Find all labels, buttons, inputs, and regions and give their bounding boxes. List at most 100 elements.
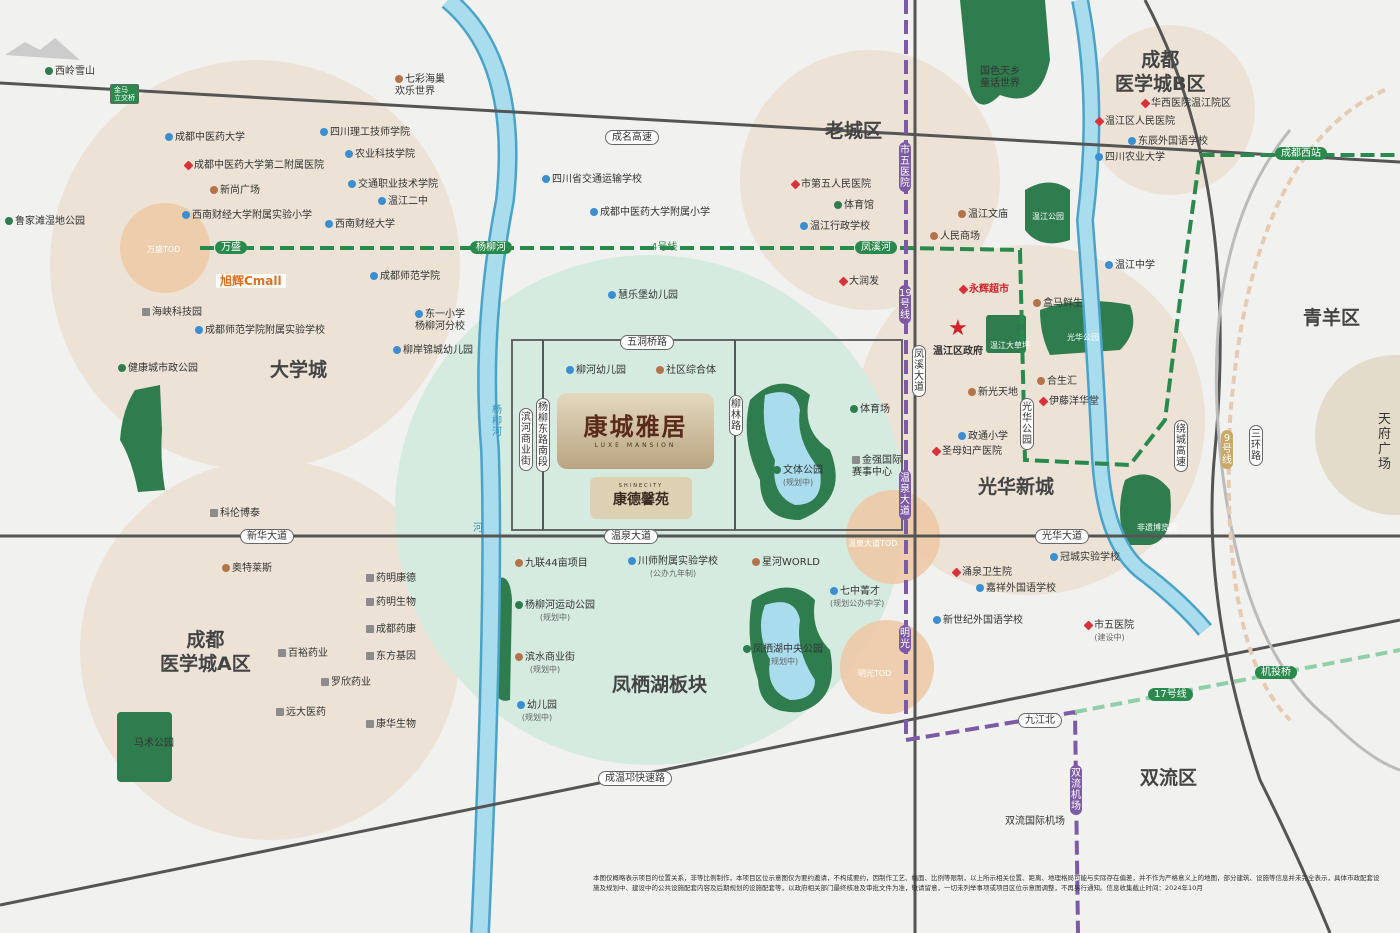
poi-label[interactable]: 温江二中 (378, 196, 428, 208)
poi-label[interactable]: 西南财经大学 (325, 219, 395, 231)
poi-label[interactable]: 华西医院温江院区 (1140, 98, 1231, 110)
poi-label[interactable]: 凤栖湖中央公园(规划中) (743, 644, 823, 668)
poi-label[interactable]: 体育馆 (834, 200, 874, 212)
poi-label[interactable]: 温江行政学校 (800, 221, 870, 233)
poi-label[interactable]: 盒马鲜生 (1033, 298, 1083, 310)
poi-label[interactable]: 温江中学 (1105, 260, 1155, 272)
poi-label[interactable]: 慧乐堡幼儿园 (608, 290, 678, 302)
poi-note: (公办九年制) (649, 569, 697, 578)
poi-label[interactable]: 交通职业技术学院 (348, 179, 438, 191)
poi-label[interactable]: 国色天乡 童话世界 (980, 66, 1020, 90)
school-icon (517, 701, 525, 709)
poi-label[interactable]: 合生汇 (1037, 376, 1077, 388)
poi-label[interactable]: 柳岸锦城幼儿园 (393, 345, 473, 357)
poi-label[interactable]: 嘉祥外国语学校 (976, 583, 1056, 595)
poi-label[interactable]: 永辉超市 (958, 284, 1009, 296)
poi-label[interactable]: 星河WORLD (752, 557, 820, 569)
metro-vertical-label[interactable]: 9号线 (1221, 430, 1233, 469)
poi-label[interactable]: 非遗博览园 (1137, 522, 1177, 534)
poi-label[interactable]: 农业科技学院 (345, 149, 415, 161)
metro-station-label[interactable]: 凤溪河 (855, 241, 897, 254)
poi-label[interactable]: 温江文庙 (958, 209, 1008, 221)
metro-station-label[interactable]: 机投桥 (1255, 666, 1297, 679)
poi-label[interactable]: 政通小学 (958, 431, 1008, 443)
poi-label[interactable]: 七彩海巢 欢乐世界 (395, 74, 445, 98)
bio-icon (142, 308, 150, 316)
metro-station-label[interactable]: 杨柳河 (470, 241, 512, 254)
poi-label[interactable]: 大润发 (838, 276, 879, 288)
poi-label[interactable]: 成都中医药大学第二附属医院 (183, 160, 324, 172)
poi-label[interactable]: 百裕药业 (278, 648, 328, 660)
poi-label[interactable]: 东一小学 杨柳河分校 (415, 309, 465, 333)
poi-label[interactable]: 双流国际机场 (1005, 816, 1065, 828)
poi-label[interactable]: 健康城市政公园 (118, 363, 198, 375)
poi-label[interactable]: 成都中医药大学 (165, 132, 245, 144)
poi-label[interactable]: 四川理工技师学院 (320, 127, 410, 139)
metro-vertical-label[interactable]: 双流机场 (1070, 765, 1082, 815)
poi-label[interactable]: 圣母妇产医院 (931, 446, 1002, 458)
poi-label[interactable]: 天 府 广 场 (1378, 412, 1391, 472)
poi-label[interactable]: 成都师范学院 (370, 271, 440, 283)
poi-label[interactable]: 金强国际 赛事中心 (852, 455, 902, 479)
poi-label[interactable]: 柳河幼儿园 (566, 365, 626, 377)
poi-label[interactable]: 市第五人民医院 (790, 179, 871, 191)
poi-label[interactable]: 幼儿园(规划中) (517, 700, 557, 724)
poi-label[interactable]: 药明生物 (366, 597, 416, 609)
project-logo-2[interactable]: SHINECITY 康德馨苑 (590, 477, 692, 519)
metro-station-label[interactable]: 17号线 (1148, 688, 1193, 701)
poi-label[interactable]: 成都药康 (366, 624, 416, 636)
poi-label[interactable]: 冠城实验学校 (1050, 552, 1120, 564)
poi-label[interactable]: 社区综合体 (656, 365, 716, 377)
poi-label[interactable]: 伊藤洋华堂 (1038, 396, 1099, 408)
project-logo[interactable]: 康城雅居 LUXE MANSION (557, 393, 714, 469)
metro-vertical-label[interactable]: 明光 (899, 625, 911, 653)
poi-label[interactable]: 奥特莱斯 (222, 563, 272, 575)
poi-label[interactable]: 西南财经大学附属实验小学 (182, 210, 312, 222)
poi-label[interactable]: 滨水商业街(规划中) (515, 652, 575, 676)
tianfu-square-emblem (1315, 355, 1400, 515)
poi-label[interactable]: 七中菁才(规划公办中学) (830, 586, 884, 610)
metro-station-label[interactable]: 4号线 (651, 242, 678, 253)
metro-vertical-label[interactable]: 温泉大道 (899, 470, 911, 520)
poi-label[interactable]: 东辰外国语学校 (1128, 136, 1208, 148)
poi-name: 温江区政府 (933, 346, 983, 357)
poi-label[interactable]: 西岭雪山 (45, 66, 95, 78)
poi-label[interactable]: 文体公园(规划中) (773, 465, 823, 489)
poi-label[interactable]: 罗欣药业 (321, 677, 371, 689)
poi-label[interactable]: 温江区政府 (933, 346, 983, 358)
poi-label[interactable]: 温江大草坪 (990, 340, 1030, 352)
poi-label[interactable]: 人民商场 (930, 231, 980, 243)
poi-label[interactable]: 市五医院(建设中) (1083, 620, 1134, 644)
poi-label[interactable]: 温江区人民医院 (1094, 116, 1175, 128)
poi-label[interactable]: 远大医药 (276, 707, 326, 719)
bio-icon (321, 678, 329, 686)
poi-label[interactable]: 四川农业大学 (1095, 152, 1165, 164)
poi-label[interactable]: 九联44亩项目 (515, 558, 588, 570)
poi-name: 农业科技学院 (355, 149, 415, 160)
poi-label[interactable]: 新世纪外国语学校 (933, 615, 1023, 627)
poi-label[interactable]: 新光天地 (968, 387, 1018, 399)
poi-label[interactable]: 川师附属实验学校(公办九年制) (628, 556, 718, 580)
metro-vertical-label[interactable]: 市五医院 (899, 142, 911, 192)
poi-label[interactable]: 新尚广场 (210, 185, 260, 197)
poi-label[interactable]: 温江公园 (1032, 211, 1064, 223)
poi-label[interactable]: 科伦博泰 (210, 508, 260, 520)
poi-label[interactable]: 康华生物 (366, 719, 416, 731)
poi-label[interactable]: 成都中医药大学附属小学 (590, 207, 710, 219)
poi-label[interactable]: 光华公园 (1067, 332, 1099, 344)
poi-label[interactable]: 马术公园 (124, 738, 174, 750)
bio-icon (852, 456, 860, 464)
poi-label[interactable]: 四川省交通运输学校 (542, 174, 642, 186)
poi-label[interactable]: 涌泉卫生院 (951, 567, 1012, 579)
poi-label[interactable]: 药明康德 (366, 573, 416, 585)
metro-station-label[interactable]: 成都西站 (1275, 147, 1327, 160)
poi-label[interactable]: 鲁家滩湿地公园 (5, 216, 85, 228)
metro-station-label[interactable]: 万盛 (215, 241, 247, 254)
metro-vertical-label[interactable]: 19号线 (899, 285, 912, 324)
poi-label[interactable]: 成都师范学院附属实验学校 (195, 325, 325, 337)
poi-label[interactable]: 杨柳河运动公园(规划中) (515, 600, 595, 624)
tod-mingguang (840, 620, 934, 714)
poi-label[interactable]: 体育场 (850, 404, 890, 416)
poi-label[interactable]: 东方基因 (366, 651, 416, 663)
poi-label[interactable]: 海峡科技园 (142, 307, 202, 319)
